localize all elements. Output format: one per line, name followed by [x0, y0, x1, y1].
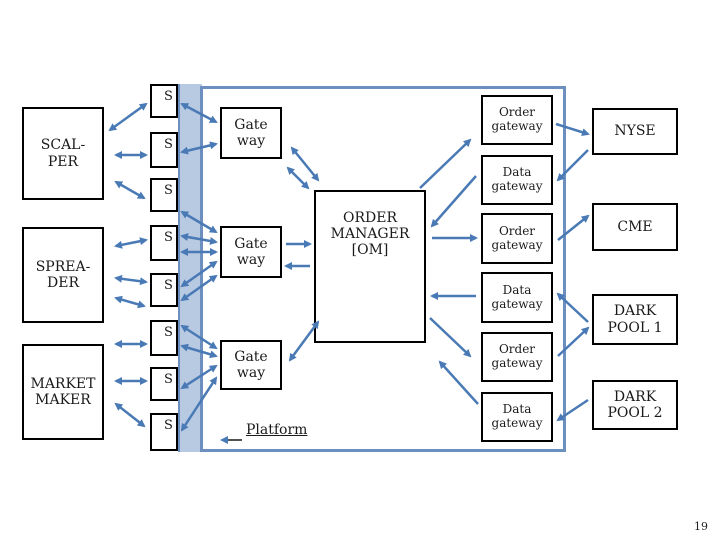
data-gateway-box: Data gateway — [481, 155, 553, 205]
client-spreader: SPREA- DER — [22, 227, 104, 323]
order-gateway-box: Order gateway — [481, 332, 553, 382]
arrow — [430, 175, 477, 228]
arrow — [438, 360, 479, 405]
arrow — [290, 146, 320, 182]
data-gateway-box: Data gateway — [481, 392, 553, 442]
arrow — [180, 324, 218, 350]
s-box: S — [150, 132, 178, 168]
arrow — [114, 295, 146, 309]
arrow — [286, 166, 310, 190]
arrow — [180, 260, 218, 288]
s-box: S — [150, 367, 178, 401]
s-box: S — [150, 178, 178, 212]
page-number: 19 — [694, 520, 708, 533]
s-box: S — [150, 273, 178, 307]
arrow — [180, 233, 218, 245]
s-box: S — [150, 320, 178, 356]
arrow — [555, 122, 590, 137]
order-gateway-box: Order gateway — [481, 213, 553, 264]
arrow — [180, 102, 218, 124]
arrow — [556, 149, 589, 182]
arrow — [557, 326, 590, 357]
arrow — [114, 402, 146, 428]
arrow — [419, 138, 472, 189]
order-manager-box: ORDER MANAGER [OM] — [314, 190, 426, 343]
arrow — [180, 376, 218, 432]
arrow — [429, 317, 472, 358]
arrow — [557, 214, 590, 241]
arrow — [288, 320, 320, 362]
arrow — [180, 343, 218, 359]
s-box: S — [150, 84, 178, 118]
arrow — [114, 274, 148, 286]
gateway-box: Gate way — [220, 226, 282, 278]
arrow — [180, 274, 218, 302]
s-box: S — [150, 413, 178, 451]
arrow — [108, 102, 148, 132]
arrow — [114, 237, 148, 249]
arrow — [114, 180, 146, 200]
exchange-dark-pool-1: DARK POOL 1 — [592, 294, 678, 345]
arrow — [180, 210, 218, 234]
gateway-box: Gate way — [220, 107, 282, 159]
gateway-box: Gate way — [220, 340, 282, 390]
data-gateway-box: Data gateway — [481, 272, 553, 323]
client-scalper: SCAL- PER — [22, 107, 104, 200]
exchange-nyse: NYSE — [592, 108, 678, 155]
arrow — [556, 398, 589, 422]
order-gateway-box: Order gateway — [481, 95, 553, 145]
exchange-dark-pool-2: DARK POOL 2 — [592, 380, 678, 430]
client-market-maker: MARKET MAKER — [22, 344, 104, 440]
arrow — [180, 141, 218, 155]
platform-label: Platform — [246, 422, 308, 438]
arrow — [556, 292, 589, 323]
s-box: S — [150, 225, 178, 261]
exchange-cme: CME — [592, 203, 678, 251]
